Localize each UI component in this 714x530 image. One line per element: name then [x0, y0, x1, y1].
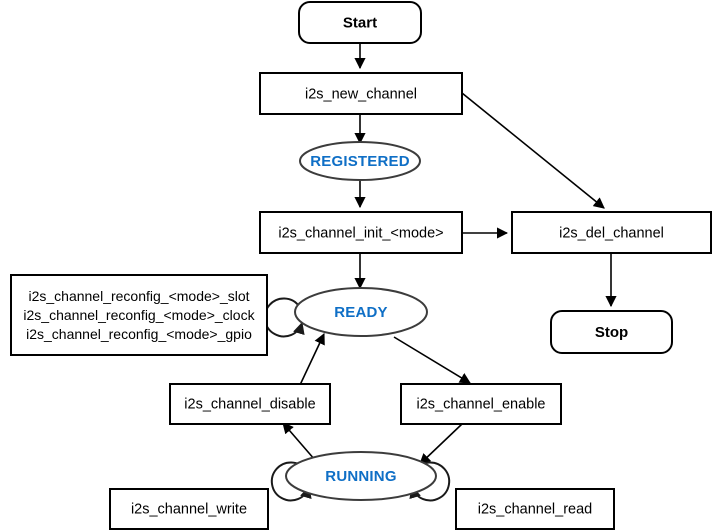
node-state-ready[interactable]: READY [294, 287, 428, 337]
edge-ready-to-enable [393, 336, 471, 384]
start-shape [298, 1, 422, 44]
node-stop[interactable]: Stop [550, 310, 673, 354]
init-label: i2s_channel_init_<mode> [278, 225, 443, 241]
read-shape [455, 488, 615, 530]
registered-label: REGISTERED [310, 153, 410, 170]
del-channel-shape [511, 211, 712, 254]
node-reconfig-box[interactable]: i2s_channel_reconfig_<mode>_slot i2s_cha… [10, 274, 268, 356]
reconfig-line-clock: i2s_channel_reconfig_<mode>_clock [23, 307, 255, 323]
node-start[interactable]: Start [298, 1, 422, 44]
ready-shape [294, 287, 428, 337]
disable-label: i2s_channel_disable [184, 396, 315, 412]
edges-layer [282, 43, 617, 465]
node-i2s-channel-write[interactable]: i2s_channel_write [109, 488, 269, 530]
disable-shape [169, 383, 331, 425]
new-channel-label: i2s_new_channel [305, 86, 417, 102]
edge-new-channel-to-del-channel [461, 92, 605, 209]
stop-label: Stop [595, 324, 628, 341]
reconfig-line-slot: i2s_channel_reconfig_<mode>_slot [28, 288, 249, 304]
node-state-running[interactable]: RUNNING [285, 451, 437, 501]
node-i2s-del-channel[interactable]: i2s_del_channel [511, 211, 712, 254]
self-loop-running-write [270, 461, 312, 502]
node-i2s-channel-disable[interactable]: i2s_channel_disable [169, 383, 331, 425]
running-label: RUNNING [325, 468, 396, 485]
stop-shape [550, 310, 673, 354]
edge-enable-to-running [419, 423, 463, 465]
reconfig-line-gpio: i2s_channel_reconfig_<mode>_gpio [26, 326, 252, 342]
del-channel-label: i2s_del_channel [559, 225, 664, 241]
new-channel-shape [259, 72, 463, 115]
registered-shape [299, 141, 421, 181]
init-shape [259, 211, 463, 254]
write-shape [109, 488, 269, 530]
edge-running-to-disable [282, 422, 316, 461]
start-label: Start [343, 14, 377, 31]
node-i2s-channel-read[interactable]: i2s_channel_read [455, 488, 615, 530]
running-shape [285, 451, 437, 501]
reconfig-shape [10, 274, 268, 356]
enable-shape [400, 383, 562, 425]
node-i2s-channel-enable[interactable]: i2s_channel_enable [400, 383, 562, 425]
ready-label: READY [334, 304, 388, 321]
enable-label: i2s_channel_enable [417, 396, 546, 412]
write-label: i2s_channel_write [131, 501, 247, 517]
node-i2s-channel-init[interactable]: i2s_channel_init_<mode> [259, 211, 463, 254]
node-state-registered[interactable]: REGISTERED [299, 141, 421, 181]
read-label: i2s_channel_read [478, 501, 592, 517]
self-loop-running-read [409, 461, 451, 502]
node-i2s-new-channel[interactable]: i2s_new_channel [259, 72, 463, 115]
edge-disable-to-ready [299, 332, 325, 386]
